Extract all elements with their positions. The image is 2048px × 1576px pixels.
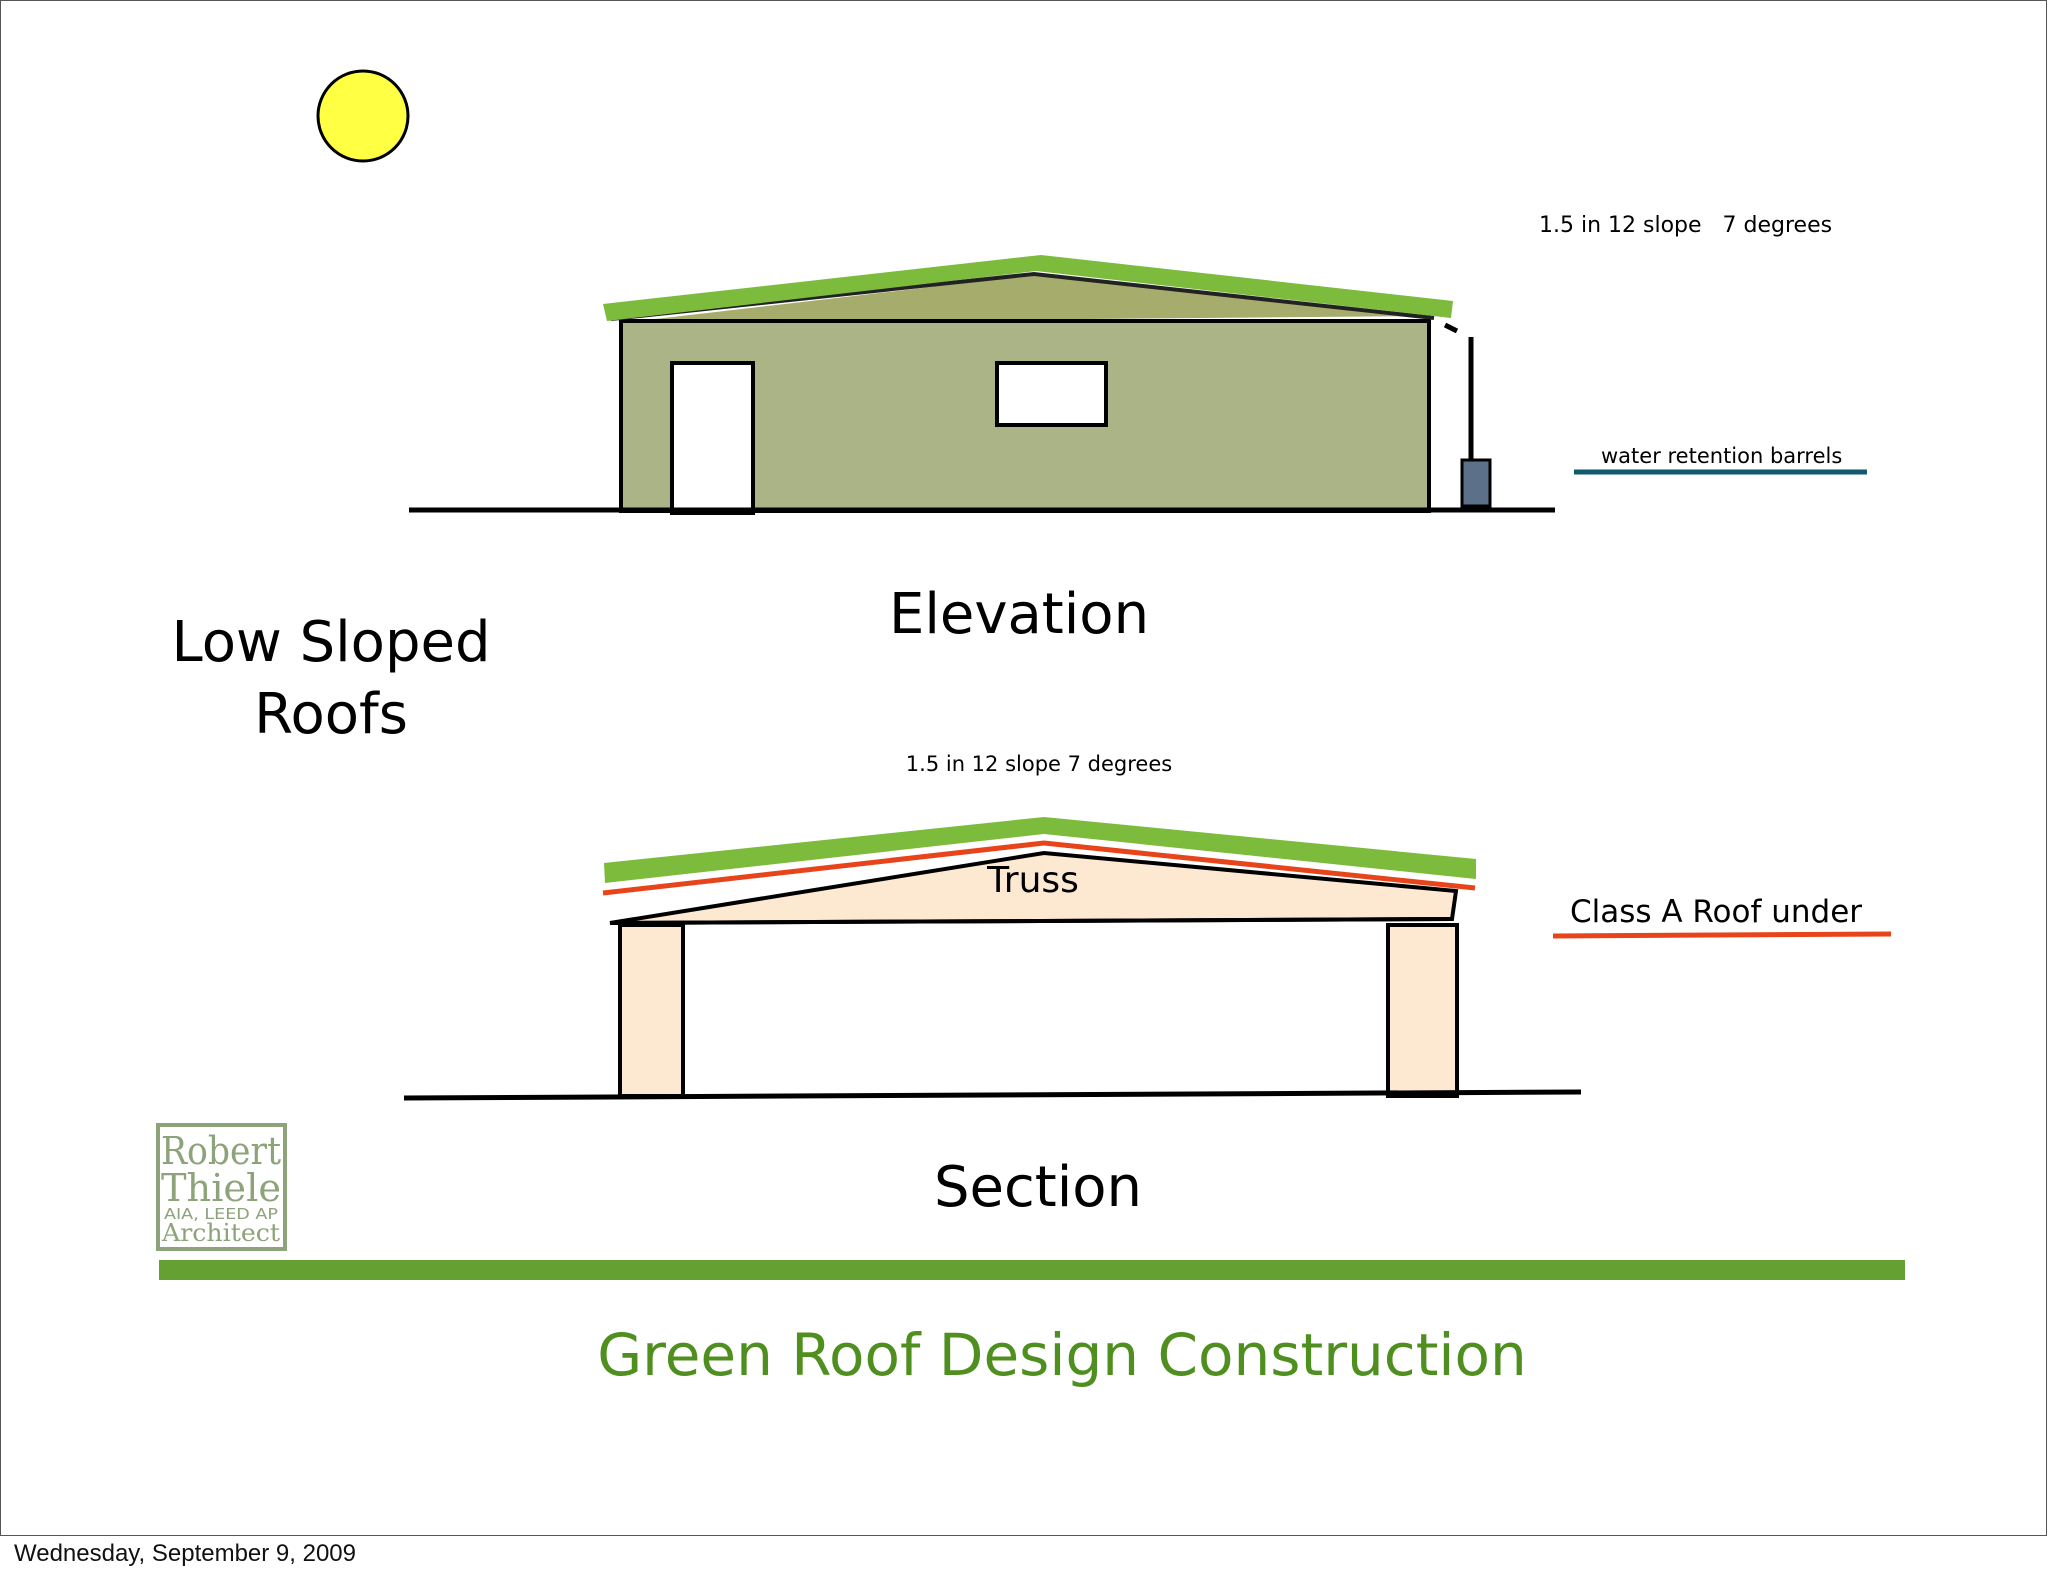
section-post-left: [618, 923, 685, 1098]
water-barrel: [1460, 458, 1492, 508]
section-ground-line: [403, 1089, 1582, 1101]
footer-title: Green Roof Design Construction: [597, 1321, 1527, 1389]
footer-bar: [159, 1260, 1905, 1280]
heading-line-2: Roofs: [254, 682, 408, 747]
section-post-right: [1386, 923, 1459, 1098]
section-green-roof: [604, 817, 1476, 883]
class-a-underlayment: [602, 840, 1476, 896]
class-a-legend-line: [1552, 931, 1892, 939]
section-drawing: [403, 817, 1582, 1101]
elevation-window: [995, 361, 1108, 427]
elevation-drawing: [409, 255, 1555, 515]
date-stamp: Wednesday, September 9, 2009: [14, 1540, 356, 1567]
logo-line-2: Thiele: [161, 1166, 281, 1210]
section-slope-note: 1.5 in 12 slope 7 degrees: [906, 752, 1172, 776]
heading-line-1: Low Sloped: [172, 610, 491, 675]
roof-diagram: 1.5 in 12 slope 7 degrees water retentio…: [156, 69, 1905, 1389]
logo-line-1: Robert: [161, 1129, 281, 1173]
elevation-label: Elevation: [889, 582, 1149, 647]
truss: [610, 853, 1456, 923]
section-label: Section: [934, 1155, 1142, 1220]
elevation-door: [670, 361, 755, 515]
water-retention-legend-label: water retention barrels: [1601, 444, 1842, 468]
architect-logo: Robert Thiele AIA, LEED AP Architect: [156, 1123, 287, 1251]
elevation-green-roof: [603, 255, 1453, 321]
class-a-legend-label: Class A Roof under: [1570, 894, 1862, 930]
logo-line-4: Architect: [161, 1219, 280, 1247]
elevation-gable: [621, 275, 1429, 323]
truss-bottom-chord: [609, 917, 1453, 925]
slide: 1.5 in 12 slope 7 degrees water retentio…: [0, 0, 2047, 1536]
truss-label: Truss: [986, 860, 1079, 901]
logo-line-3: AIA, LEED AP: [164, 1205, 278, 1223]
sun-icon: [316, 69, 410, 163]
elevation-downspout: [1443, 322, 1459, 334]
elevation-slope-note: 1.5 in 12 slope 7 degrees: [1539, 213, 1832, 238]
